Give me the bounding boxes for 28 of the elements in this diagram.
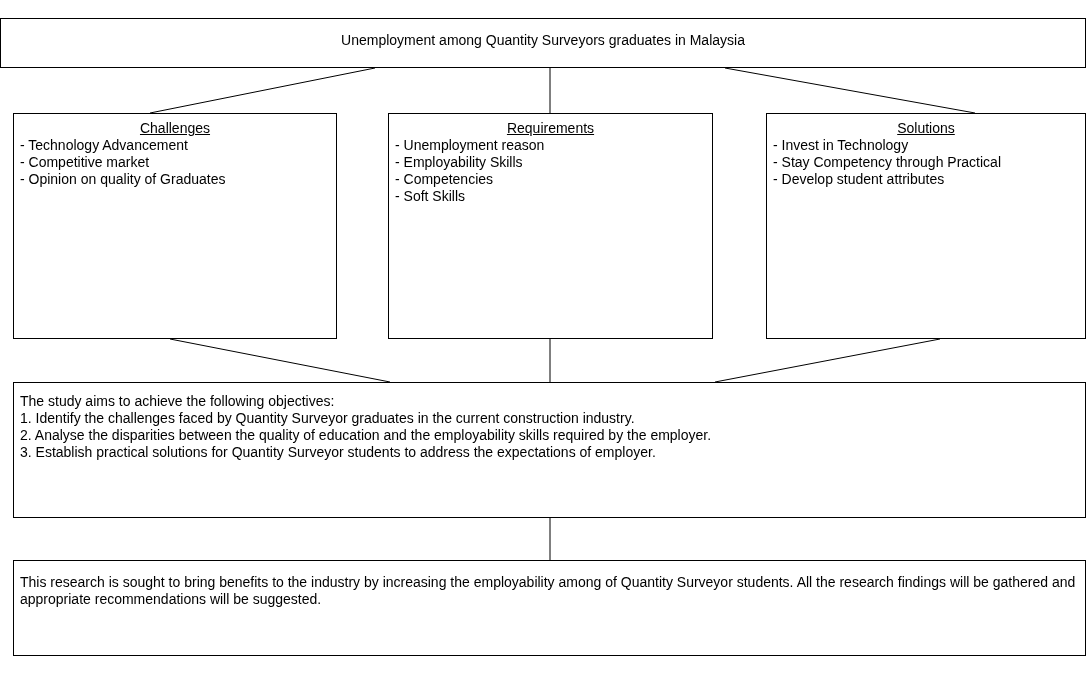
text-box [766, 113, 1086, 339]
box-text: This research is sought to bring benefits to the industry by increasing the employability among of Quantity Surveyor students. All the research findings will be gathered and appropriate recommendations will be suggested. [20, 574, 1077, 608]
box-heading: Solutions [896, 120, 956, 137]
text-box [0, 18, 1086, 68]
box-text: - Stay Competency through Practical [773, 154, 1002, 171]
box-text: 1. Identify the challenges faced by Quantity Surveyor graduates in the current construction industry. [20, 410, 636, 427]
connector-line [549, 517, 551, 561]
connector-line [549, 67, 551, 114]
box-heading: Challenges [138, 120, 212, 137]
text-box [388, 113, 713, 339]
box-text: 3. Establish practical solutions for Quantity Surveyor students to address the expectations of employer. [20, 444, 657, 461]
box-text: - Competitive market [20, 154, 151, 171]
box-text: - Unemployment reason [395, 137, 546, 154]
text-box [13, 382, 1086, 518]
box-heading: Requirements [505, 120, 596, 137]
box-text: - Technology Advancement [20, 137, 189, 154]
box-text: Unemployment among Quantity Surveyors graduates in Malaysia [340, 32, 746, 49]
connector-line [549, 338, 551, 383]
text-box [13, 113, 337, 339]
box-text: - Develop student attributes [773, 171, 946, 188]
box-text: - Competencies [395, 171, 495, 188]
box-text: - Soft Skills [395, 188, 466, 205]
box-text: - Invest in Technology [773, 137, 910, 154]
box-text: - Opinion on quality of Graduates [20, 171, 227, 188]
box-text: The study aims to achieve the following objectives: [20, 393, 336, 410]
box-text: - Employability Skills [395, 154, 524, 171]
box-text: 2. Analyse the disparities between the quality of education and the employability skills required by the employer. [20, 427, 713, 444]
text-box [13, 560, 1086, 656]
